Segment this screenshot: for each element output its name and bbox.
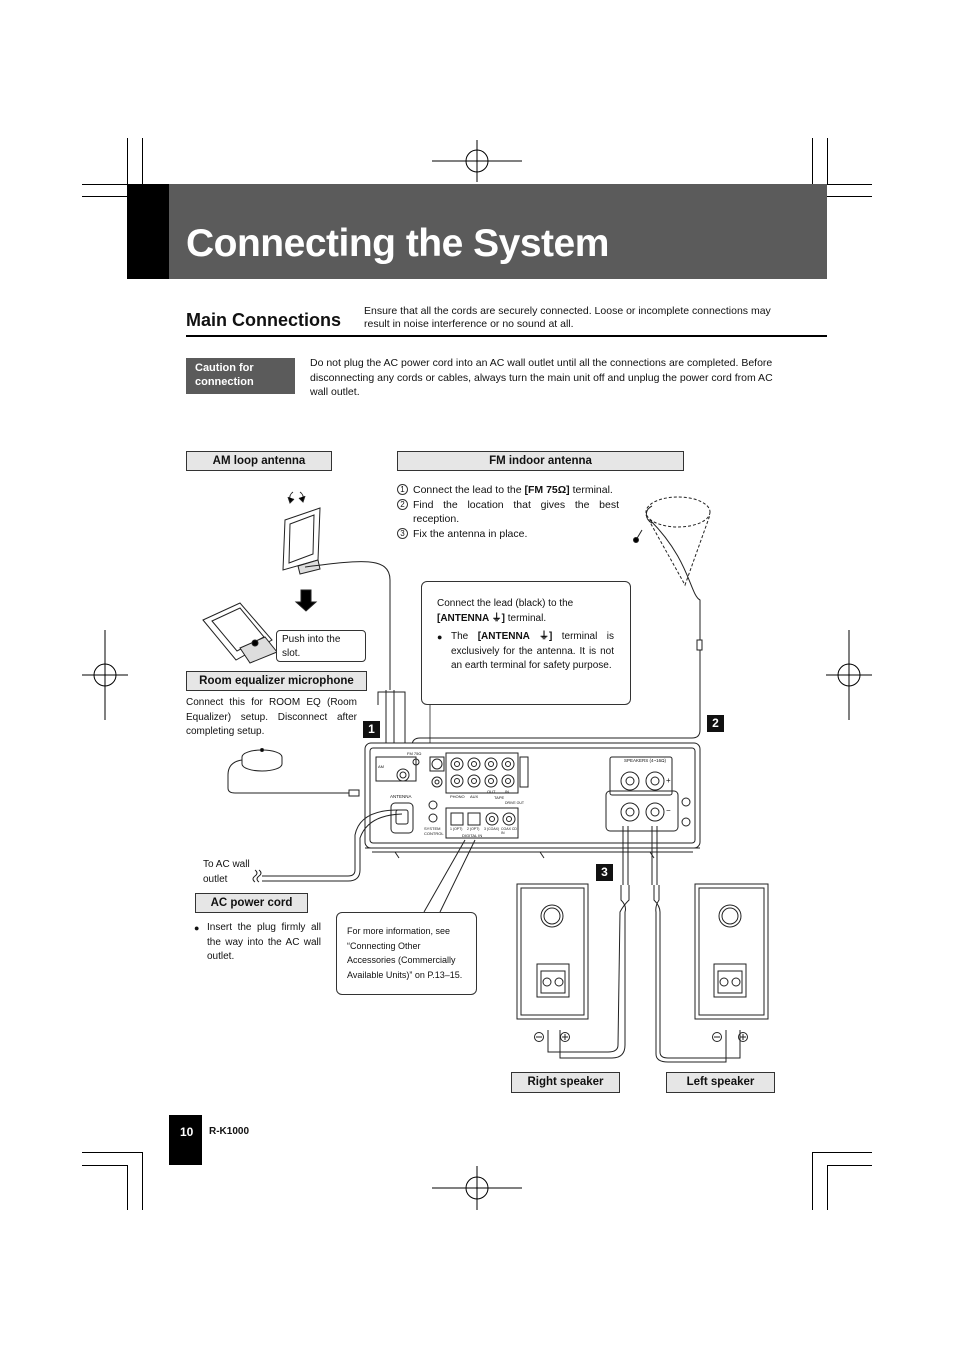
more-info-callout: For more information, see “Connecting Ot… bbox=[336, 912, 477, 995]
step-number: 3 bbox=[397, 527, 408, 539]
step-text: terminal. bbox=[569, 484, 613, 496]
crop-mark bbox=[127, 138, 128, 184]
crop-mark bbox=[82, 1152, 142, 1153]
model-name: R-K1000 bbox=[209, 1126, 250, 1137]
panel-label-aux: AUX bbox=[470, 794, 479, 799]
section-divider bbox=[186, 335, 827, 337]
callout-text: terminal is exclusively for the antenna.… bbox=[451, 631, 614, 671]
section-heading: Main Connections bbox=[186, 310, 342, 330]
callout-bold: [ANTENNA ⏚] bbox=[477, 631, 553, 642]
title-accent-block bbox=[127, 184, 169, 279]
panel-label-optical-2: 2 (OPT) bbox=[467, 827, 480, 831]
step-number: 2 bbox=[397, 498, 408, 510]
crop-mark bbox=[827, 1165, 872, 1166]
caution-label: Caution for connection bbox=[186, 358, 295, 394]
callout-bold: [ANTENNA ⏚] bbox=[437, 612, 505, 624]
fm-steps-list: 1 Connect the lead to the [FM 75Ω] termin… bbox=[397, 483, 619, 541]
crop-mark bbox=[812, 1152, 813, 1210]
crop-mark bbox=[812, 138, 813, 196]
panel-label-digital-in: DIGITAL IN bbox=[462, 833, 483, 838]
panel-label-system-control: SYSTEM CONTROL bbox=[424, 826, 444, 836]
step-text-bold: [FM 75Ω] bbox=[524, 484, 570, 496]
to-ac-outlet-text: To AC wall outlet bbox=[203, 859, 250, 885]
panel-label-plus: + bbox=[666, 776, 671, 785]
step-text: Connect the lead to the bbox=[413, 484, 525, 496]
callout-text: terminal. bbox=[504, 612, 547, 624]
step-badge-3: 3 bbox=[596, 864, 613, 881]
ac-cord-bullet: Insert the plug firmly all the way into … bbox=[194, 921, 321, 965]
panel-label-fm: FM 75Ω bbox=[407, 751, 422, 756]
panel-label-optical-1: 1 (OPT) bbox=[450, 827, 463, 831]
crop-mark bbox=[142, 1152, 143, 1210]
crop-mark bbox=[82, 184, 127, 185]
crop-mark bbox=[127, 1165, 128, 1210]
panel-label-phono: PHONO bbox=[450, 794, 465, 799]
panel-label-out: OUT bbox=[487, 789, 496, 794]
antenna-callout: Connect the lead (black) to the [ANTENNA… bbox=[421, 581, 631, 705]
section-intro: Ensure that all the cords are securely c… bbox=[364, 305, 771, 330]
title-bar bbox=[169, 184, 827, 279]
page-number: 10 bbox=[180, 1125, 194, 1139]
crop-mark bbox=[812, 196, 872, 197]
panel-label-coax-3: 3 (COAX) bbox=[484, 827, 500, 831]
step-text: Fix the antenna in place. bbox=[413, 527, 528, 540]
panel-label-am: AM bbox=[378, 764, 384, 769]
am-loop-antenna-label: AM loop antenna bbox=[186, 451, 332, 471]
step-number: 1 bbox=[397, 484, 408, 495]
step-badge-1: 1 bbox=[363, 721, 380, 738]
push-into-slot-text: Push into the slot. bbox=[282, 634, 341, 659]
crop-mark bbox=[82, 196, 142, 197]
crop-mark bbox=[827, 184, 872, 185]
step-text: Find the location that gives the best re… bbox=[413, 498, 619, 526]
crop-mark bbox=[82, 1165, 127, 1166]
callout-line: Connect the lead (black) to the bbox=[437, 598, 574, 609]
callout-line: [ANTENNA ⏚] terminal. bbox=[437, 612, 614, 627]
panel-label-in: IN bbox=[505, 789, 509, 794]
room-eq-text: Connect this for ROOM EQ (Room Equalizer… bbox=[186, 697, 357, 737]
antenna-callout-text: Connect the lead (black) to the [ANTENNA… bbox=[437, 597, 614, 674]
panel-label-speakers: SPEAKERS (4~16Ω) bbox=[624, 758, 667, 763]
callout-bullet: The [ANTENNA ⏚] terminal is exclusively … bbox=[437, 630, 614, 674]
fm-steps: 1 Connect the lead to the [FM 75Ω] termin… bbox=[397, 483, 619, 541]
panel-label-antenna: ANTENNA bbox=[390, 794, 412, 799]
crop-mark bbox=[812, 1152, 872, 1153]
panel-label-minus: − bbox=[666, 806, 671, 815]
fm-step: 1 Connect the lead to the [FM 75Ω] termin… bbox=[397, 483, 619, 498]
right-speaker-label: Right speaker bbox=[511, 1072, 620, 1093]
crop-mark bbox=[827, 138, 828, 184]
panel-label-tape: TAPE bbox=[494, 795, 505, 800]
room-eq-mic-label: Room equalizer microphone bbox=[186, 671, 367, 691]
callout-text: The bbox=[451, 631, 478, 642]
fm-indoor-antenna-label: FM indoor antenna bbox=[397, 451, 684, 471]
more-info-text: For more information, see “Connecting Ot… bbox=[347, 926, 463, 980]
page-title: Connecting the System bbox=[186, 222, 609, 265]
step-badge-2: 2 bbox=[707, 715, 724, 732]
panel-label-coax-cd: COAX CD IN bbox=[501, 827, 517, 835]
panel-label-drive: DRIVE OUT bbox=[505, 801, 525, 805]
push-into-slot-callout: Push into the slot. bbox=[276, 630, 366, 662]
crop-mark bbox=[142, 138, 143, 196]
left-speaker-label: Left speaker bbox=[666, 1072, 775, 1093]
crop-mark bbox=[827, 1165, 828, 1210]
caution-text: Do not plug the AC power cord into an AC… bbox=[310, 357, 773, 398]
page-number-block bbox=[169, 1115, 202, 1165]
ac-power-cord-label: AC power cord bbox=[195, 893, 308, 913]
fm-step: 2 Find the location that gives the best r… bbox=[397, 498, 619, 527]
fm-step: 3 Fix the antenna in place. bbox=[397, 527, 619, 542]
